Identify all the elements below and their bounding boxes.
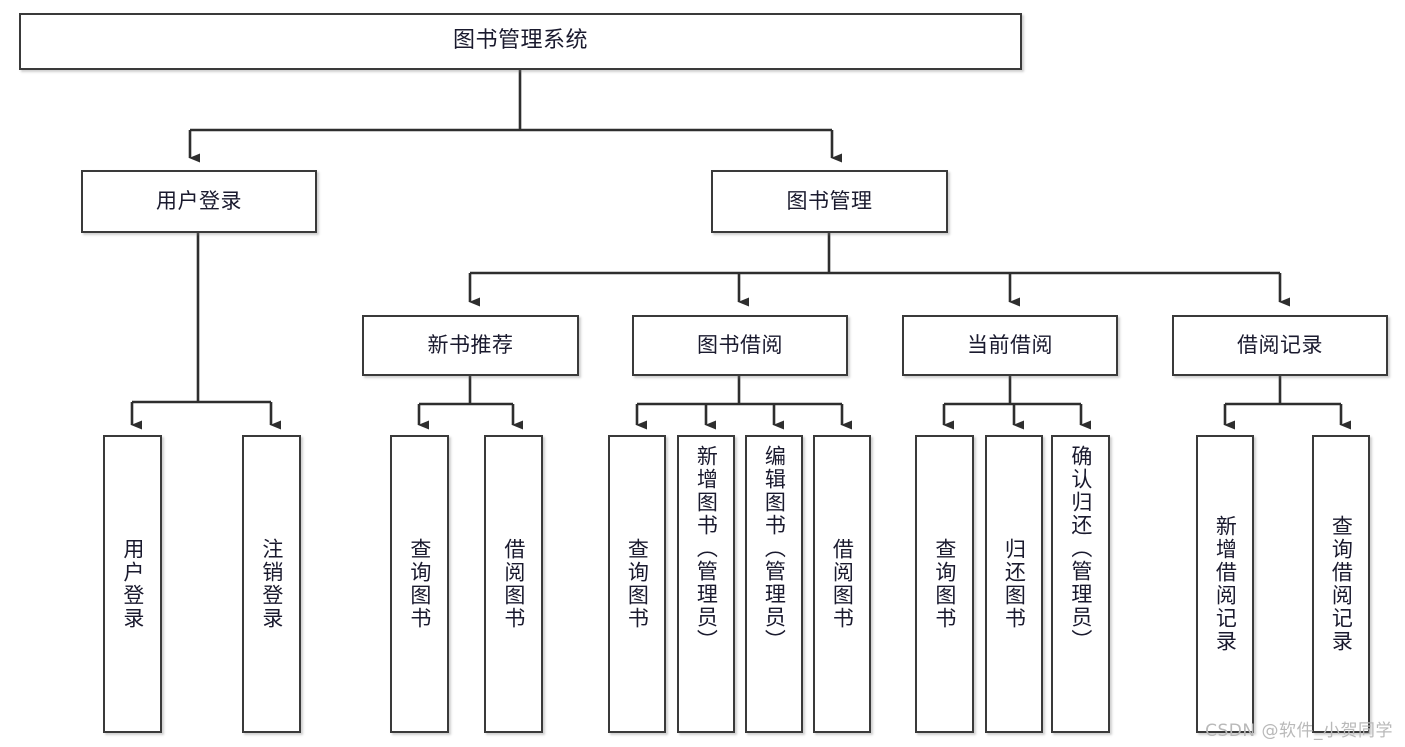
node-book-borrow-label: 图书借阅 bbox=[697, 333, 783, 358]
leaf-label: 新增图书（管理员） bbox=[694, 445, 719, 652]
node-new-book-recommend[interactable]: 新书推荐 bbox=[362, 315, 579, 376]
leaf-current-borrow-return-book[interactable]: 归还图书 bbox=[985, 435, 1043, 733]
leaf-label: 归还图书 bbox=[1002, 538, 1027, 630]
node-root[interactable]: 图书管理系统 bbox=[19, 13, 1022, 70]
leaf-book-borrow-add-book-admin[interactable]: 新增图书（管理员） bbox=[677, 435, 735, 733]
watermark-text: CSDN @软件_小贺同学 bbox=[1205, 721, 1393, 741]
node-current-borrow-label: 当前借阅 bbox=[967, 333, 1053, 358]
node-user-login-label: 用户登录 bbox=[156, 189, 242, 214]
leaf-book-borrow-borrow-book[interactable]: 借阅图书 bbox=[813, 435, 871, 733]
leaf-current-borrow-query-book[interactable]: 查询图书 bbox=[915, 435, 974, 733]
leaf-label: 新增借阅记录 bbox=[1213, 515, 1238, 653]
leaf-user-login-logout[interactable]: 注销登录 bbox=[242, 435, 301, 733]
node-borrow-record-label: 借阅记录 bbox=[1237, 333, 1323, 358]
node-current-borrow[interactable]: 当前借阅 bbox=[902, 315, 1118, 376]
leaf-label: 借阅图书 bbox=[501, 538, 526, 630]
node-borrow-record[interactable]: 借阅记录 bbox=[1172, 315, 1388, 376]
leaf-label: 查询图书 bbox=[932, 538, 957, 630]
node-book-management-label: 图书管理 bbox=[786, 189, 873, 214]
node-root-label: 图书管理系统 bbox=[452, 28, 588, 54]
leaf-label: 查询图书 bbox=[407, 538, 432, 630]
leaf-label: 确认归还（管理员） bbox=[1068, 445, 1093, 652]
leaf-label: 注销登录 bbox=[259, 538, 284, 630]
leaf-label: 编辑图书（管理员） bbox=[762, 445, 787, 652]
node-book-borrow[interactable]: 图书借阅 bbox=[632, 315, 848, 376]
node-user-login[interactable]: 用户登录 bbox=[81, 170, 317, 233]
leaf-borrow-record-query-record[interactable]: 查询借阅记录 bbox=[1312, 435, 1370, 733]
leaf-borrow-record-add-record[interactable]: 新增借阅记录 bbox=[1196, 435, 1254, 733]
leaf-label: 查询图书 bbox=[625, 538, 650, 630]
leaf-book-borrow-edit-book-admin[interactable]: 编辑图书（管理员） bbox=[745, 435, 803, 733]
leaf-user-login-login[interactable]: 用户登录 bbox=[103, 435, 162, 733]
leaf-current-borrow-confirm-return-admin[interactable]: 确认归还（管理员） bbox=[1051, 435, 1110, 733]
node-new-book-recommend-label: 新书推荐 bbox=[427, 333, 514, 358]
leaf-label: 借阅图书 bbox=[830, 538, 855, 630]
leaf-label: 查询借阅记录 bbox=[1329, 515, 1354, 653]
leaf-new-book-query-book[interactable]: 查询图书 bbox=[390, 435, 449, 733]
leaf-label: 用户登录 bbox=[120, 538, 145, 630]
leaf-new-book-borrow-book[interactable]: 借阅图书 bbox=[484, 435, 543, 733]
node-book-management[interactable]: 图书管理 bbox=[711, 170, 948, 233]
leaf-book-borrow-query-book[interactable]: 查询图书 bbox=[608, 435, 666, 733]
